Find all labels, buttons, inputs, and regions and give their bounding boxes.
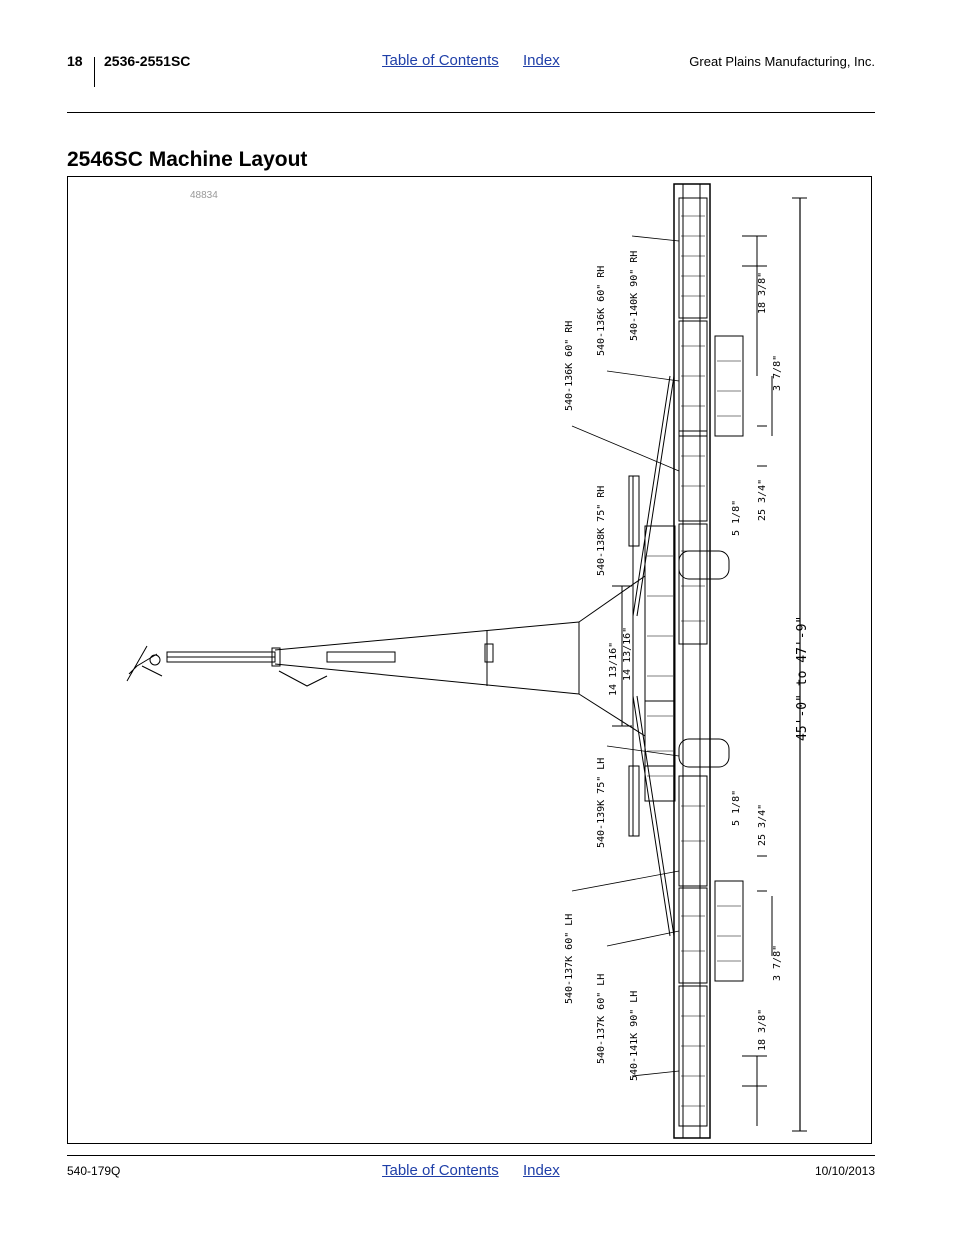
header-divider xyxy=(94,57,95,87)
document-date: 10/10/2013 xyxy=(814,1164,875,1178)
page-number: 18 xyxy=(67,53,83,69)
dim-upper-spacing: 25 3/4" xyxy=(757,479,768,521)
part-label-140k-rh: 540-140K 90" RH xyxy=(629,251,640,341)
part-label-138k-rh: 540-138K 75" RH xyxy=(596,486,607,576)
part-label-141k-lh: 540-141K 90" LH xyxy=(629,991,640,1081)
model-range: 2536-2551SC xyxy=(104,53,191,69)
footer-rule xyxy=(67,1155,875,1156)
dim-upper-outer: 18 3/8" xyxy=(757,272,768,314)
dim-lower-small: 5 1/8" xyxy=(731,790,742,826)
part-label-137k-lh-a: 540-137K 60" LH xyxy=(564,914,575,1004)
header-rule xyxy=(67,112,875,113)
dim-lower-outer: 18 3/8" xyxy=(757,1009,768,1051)
part-label-139k-lh: 540-139K 75" LH xyxy=(596,758,607,848)
dim-overall-width: 45'-0" to 47'-9" xyxy=(795,616,810,741)
gang-sections xyxy=(644,197,744,1127)
figure-frame xyxy=(67,176,872,1144)
dim-center-left: 14 13/16" xyxy=(608,642,619,696)
figure-id: 48834 xyxy=(190,190,218,201)
dim-lower-mid: 3 7/8" xyxy=(772,945,783,981)
header-toc-link[interactable]: Table of Contents xyxy=(382,52,499,69)
footer-index-link[interactable]: Index xyxy=(523,1162,560,1179)
machine-layout-drawing: 540-136K 60" RH 540-136K 60" RH 540-140K… xyxy=(126,183,810,1139)
part-label-137k-lh-b: 540-137K 60" LH xyxy=(596,974,607,1064)
dim-center-right: 14 13/16" xyxy=(622,627,633,681)
company-name: Great Plains Manufacturing, Inc. xyxy=(689,54,875,69)
dim-upper-mid: 3 7/8" xyxy=(772,355,783,391)
part-label-136k-rh-a: 540-136K 60" RH xyxy=(564,321,575,411)
part-label-136k-rh-b: 540-136K 60" RH xyxy=(596,266,607,356)
page-title: 2546SC Machine Layout xyxy=(67,148,308,171)
footer-toc-link[interactable]: Table of Contents xyxy=(382,1162,499,1179)
dim-lower-spacing: 25 3/4" xyxy=(757,804,768,846)
header-index-link[interactable]: Index xyxy=(523,52,560,69)
document-code: 540-179Q xyxy=(67,1164,121,1178)
dim-upper-small: 5 1/8" xyxy=(731,500,742,536)
